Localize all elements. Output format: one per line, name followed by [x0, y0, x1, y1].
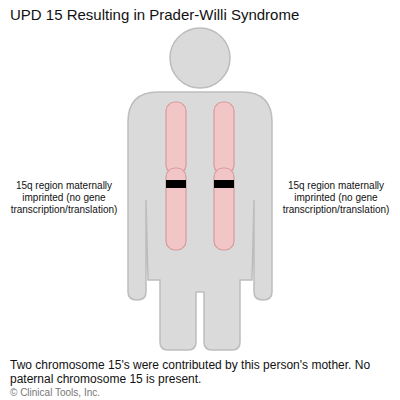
imprinted-band	[166, 180, 186, 188]
copyright: © Clinical Tools, Inc.	[10, 387, 310, 398]
chromosome-left	[166, 102, 186, 250]
chromosome-right	[214, 102, 234, 250]
caption: Two chromosome 15's were contributed by …	[10, 358, 395, 386]
region-note: 15q region maternally imprinted (no gene…	[6, 180, 122, 216]
title: UPD 15 Resulting in Prader-Willi Syndrom…	[10, 6, 395, 24]
body	[128, 92, 272, 350]
head	[170, 28, 230, 88]
imprinted-band	[214, 180, 234, 188]
region-note: 15q region maternally imprinted (no gene…	[278, 180, 394, 216]
